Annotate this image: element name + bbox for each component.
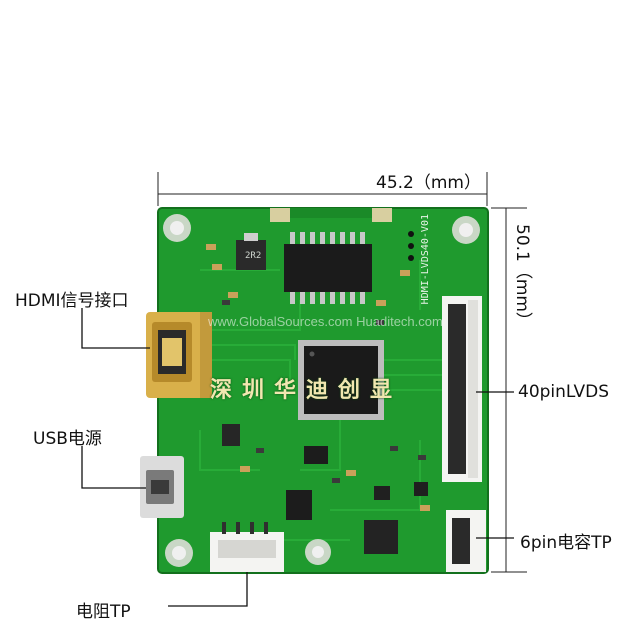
inductor-top [236, 240, 266, 270]
usb-callout-label: USB电源 [33, 429, 102, 449]
resistive-tp-callout-label: 电阻TP [76, 602, 131, 622]
width-dimension-label: 45.2（mm） [376, 173, 481, 193]
dimension-lines [157, 172, 527, 573]
inductor-bottom [364, 520, 398, 554]
cap-tp-callout-label: 6pin电容TP [520, 533, 612, 553]
usb-connector [140, 456, 184, 518]
soic-chip [284, 232, 372, 304]
height-dimension-label: 50.1（mm） [512, 224, 532, 329]
silkscreen-company-name: 深圳华迪创显 [210, 377, 403, 403]
hdmi-callout-label: HDMI信号接口 [15, 291, 129, 311]
callout-lines [81, 308, 514, 607]
mounting-hole-bl [165, 539, 193, 567]
cap-tp-connector [446, 510, 486, 572]
inductor-marking: 2R2 [245, 251, 262, 261]
watermark: www.GlobalSources.com Huaditech.com [208, 314, 443, 329]
silkscreen-model: HDMI-LVDS40-V01 [420, 214, 431, 305]
res-tp-connector [210, 522, 284, 572]
mounting-hole-tl [163, 214, 191, 242]
hdmi-connector [146, 312, 212, 398]
lvds-connector [442, 296, 482, 482]
qfp-main-chip [298, 340, 384, 420]
mounting-hole-br [305, 539, 331, 565]
lvds-callout-label: 40pinLVDS [518, 382, 610, 402]
mounting-hole-tr [452, 216, 480, 244]
